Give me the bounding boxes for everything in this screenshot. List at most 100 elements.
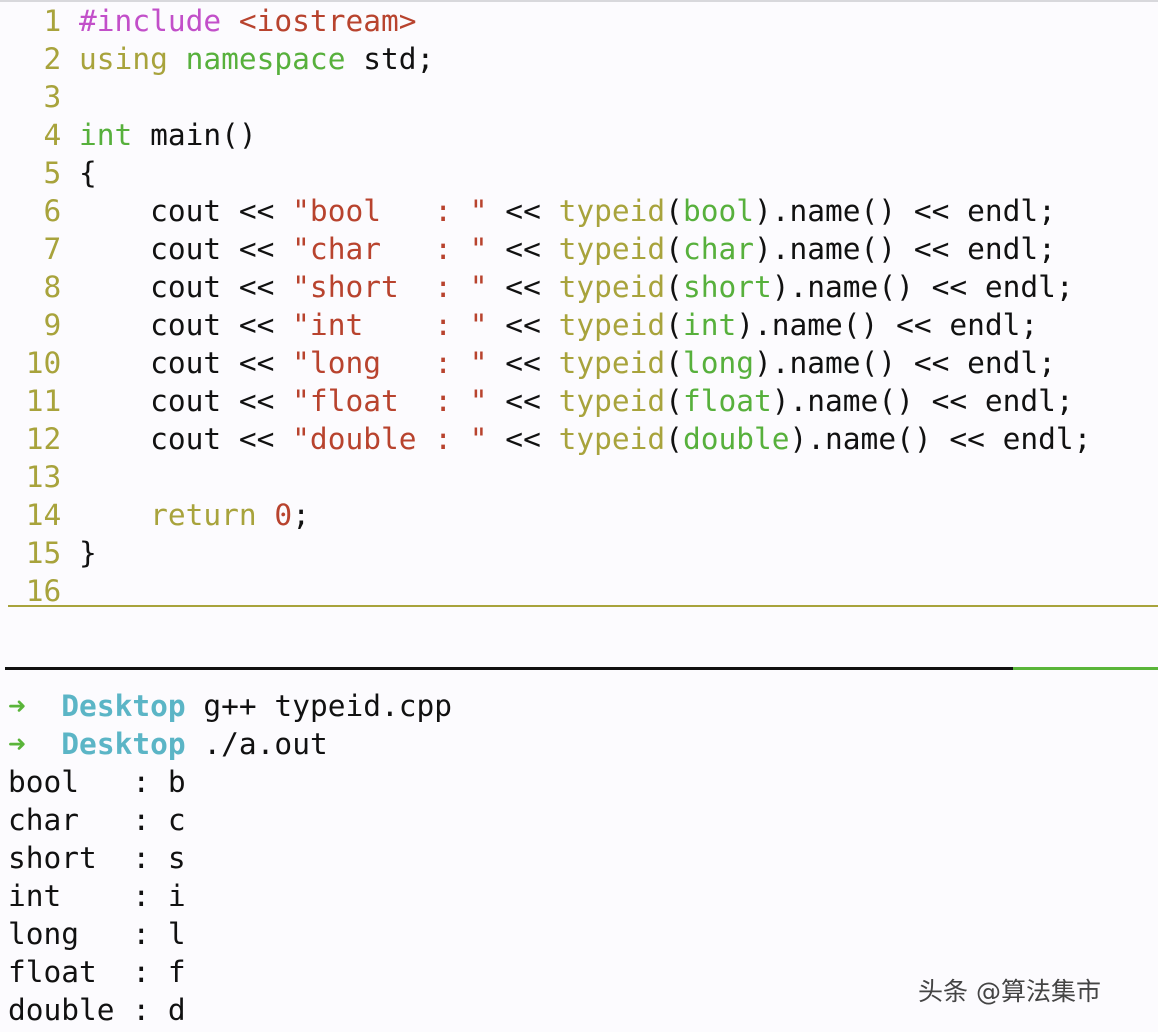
code-token: ( <box>665 270 683 304</box>
code-token: typeid <box>558 346 666 380</box>
code-token: float <box>682 384 772 418</box>
code-token: typeid <box>558 384 666 418</box>
pane-divider <box>5 667 1013 670</box>
line-number: 16 <box>25 574 62 608</box>
code-line: 13 <box>8 458 1158 496</box>
code-token: char <box>682 232 754 266</box>
code-token: ).name() << endl; <box>771 270 1074 304</box>
code-token: return <box>150 498 257 532</box>
code-token: typeid <box>558 194 666 228</box>
prompt-arrow-icon: ➜ <box>8 689 26 723</box>
line-number: 8 <box>43 270 62 304</box>
line-number: 7 <box>43 232 62 266</box>
code-token: "int : " <box>292 308 488 342</box>
terminal-output-line: int : i <box>8 879 186 913</box>
line-number: 12 <box>25 422 62 456</box>
code-token: } <box>79 536 97 570</box>
window-top-border <box>0 0 1158 2</box>
code-token: <iostream> <box>238 4 417 38</box>
terminal-output-line: bool : b <box>8 765 186 799</box>
line-number: 13 <box>25 460 62 494</box>
pane-divider-active <box>1013 667 1158 670</box>
code-token: using <box>79 42 168 76</box>
code-token <box>79 498 150 532</box>
code-token: ).name() << endl; <box>736 308 1039 342</box>
code-token: bool <box>682 194 754 228</box>
terminal-output-line: char : c <box>8 803 186 837</box>
line-number: 2 <box>43 42 62 76</box>
code-token: typeid <box>558 422 666 456</box>
line-number: 3 <box>43 80 62 114</box>
code-token: "bool : " <box>292 194 488 228</box>
prompt-directory: Desktop <box>61 689 186 723</box>
code-token: << <box>487 384 559 418</box>
code-token: ).name() << endl; <box>789 422 1092 456</box>
editor-status-line <box>8 605 1158 607</box>
code-token <box>257 498 275 532</box>
prompt-directory: Desktop <box>61 727 186 761</box>
code-token: cout << <box>79 384 293 418</box>
code-token: 0 <box>274 498 293 532</box>
code-token: "float : " <box>292 384 488 418</box>
code-token: ( <box>665 232 683 266</box>
code-token: typeid <box>558 270 666 304</box>
line-number: 9 <box>43 308 62 342</box>
code-line: 12 cout << "double : " << typeid(double)… <box>8 420 1158 458</box>
code-token: ( <box>665 308 683 342</box>
code-token: long <box>682 346 754 380</box>
code-line: 6 cout << "bool : " << typeid(bool).name… <box>8 192 1158 230</box>
terminal-output-line: double : d <box>8 993 186 1027</box>
terminal[interactable]: ➜ Desktop g++ typeid.cpp➜ Desktop ./a.ou… <box>8 687 1158 1029</box>
line-number: 14 <box>25 498 62 532</box>
code-line: 10 cout << "long : " << typeid(long).nam… <box>8 344 1158 382</box>
code-token: double <box>682 422 790 456</box>
line-number: 10 <box>25 346 62 380</box>
code-token: cout << <box>79 270 293 304</box>
code-token: cout << <box>79 308 293 342</box>
line-number: 4 <box>43 118 62 152</box>
code-token: typeid <box>558 232 666 266</box>
code-token: << <box>487 346 559 380</box>
terminal-command-line: ➜ Desktop g++ typeid.cpp <box>8 687 1158 725</box>
line-number: 6 <box>43 194 62 228</box>
code-token: << <box>487 194 559 228</box>
watermark: 头条 @算法集市 <box>918 977 1101 1006</box>
code-token: cout << <box>79 346 293 380</box>
line-number: 1 <box>43 4 62 38</box>
terminal-output-line: long : l <box>8 917 186 951</box>
terminal-output-line: float : f <box>8 955 186 989</box>
terminal-command-line: ➜ Desktop ./a.out <box>8 725 1158 763</box>
line-number: 5 <box>43 156 62 190</box>
line-number: 11 <box>25 384 62 418</box>
code-line: 5{ <box>8 154 1158 192</box>
code-token: std; <box>345 42 435 76</box>
code-line: 11 cout << "float : " << typeid(float).n… <box>8 382 1158 420</box>
code-line: 3 <box>8 78 1158 116</box>
code-token: "short : " <box>292 270 488 304</box>
code-line: 8 cout << "short : " << typeid(short).na… <box>8 268 1158 306</box>
code-token: int <box>682 308 737 342</box>
terminal-output-line: short : s <box>8 841 186 875</box>
code-token: int <box>79 118 133 152</box>
code-line: 16 <box>8 572 1158 610</box>
code-token: ( <box>665 422 683 456</box>
code-token: ).name() << endl; <box>771 384 1074 418</box>
code-token: cout << <box>79 194 293 228</box>
terminal-command: ./a.out <box>203 727 328 761</box>
code-token: "char : " <box>292 232 488 266</box>
code-token <box>221 4 239 38</box>
code-line: 7 cout << "char : " << typeid(char).name… <box>8 230 1158 268</box>
code-token: << <box>487 308 559 342</box>
code-token: #include <box>79 4 222 38</box>
code-token: << <box>487 270 559 304</box>
code-token: "double : " <box>292 422 488 456</box>
code-token: ).name() << endl; <box>753 232 1056 266</box>
code-token: "long : " <box>292 346 488 380</box>
code-token: << <box>487 232 559 266</box>
code-token: ( <box>665 346 683 380</box>
code-token: cout << <box>79 232 293 266</box>
code-token: ).name() << endl; <box>753 346 1056 380</box>
